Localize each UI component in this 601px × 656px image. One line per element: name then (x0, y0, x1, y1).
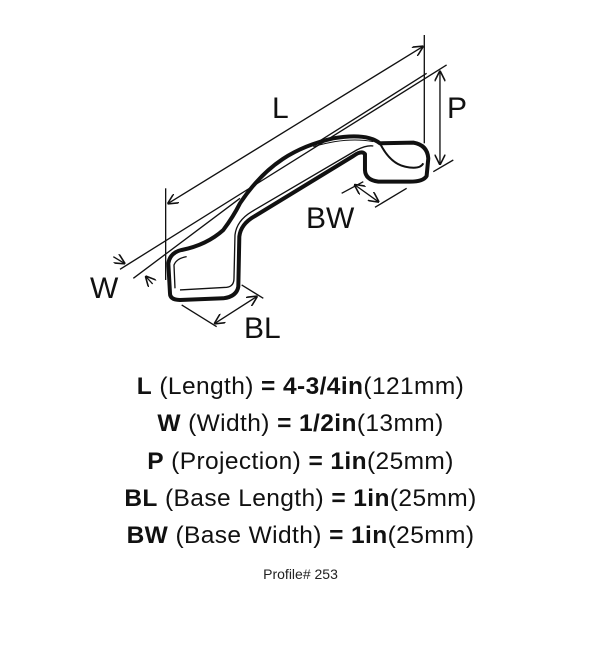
label-width: W (90, 272, 119, 305)
spec-name: (Width) (188, 410, 270, 438)
spec-metric: (25mm) (387, 522, 475, 550)
label-base-width: BW (306, 202, 355, 235)
spec-eq: = (329, 522, 344, 550)
spec-name: (Base Width) (175, 522, 322, 550)
spec-imperial: 1in (330, 447, 367, 475)
spec-imperial: 4-3/4in (282, 373, 364, 400)
spec-eq: = (277, 410, 292, 438)
profile-number: Profile# 253 (263, 566, 338, 582)
spec-length: L (Length) = 4-3/4in(121mm) (0, 368, 601, 405)
spec-base-length: BL (Base Length) = 1in(25mm) (0, 480, 601, 517)
dimension-specs: L (Length) = 4-3/4in(121mm) W (Width) = … (0, 368, 601, 554)
spec-name: (Length) (159, 373, 254, 400)
cabinet-pull-outline (166, 134, 431, 302)
handle-dimension-diagram: L P BW W BL (90, 34, 467, 345)
base-length-arrow (215, 297, 257, 324)
spec-metric: (25mm) (367, 447, 454, 475)
spec-eq: = (261, 373, 276, 400)
dimension-lines (112, 34, 454, 328)
spec-metric: (13mm) (356, 410, 444, 438)
width-arrow-top (112, 257, 124, 264)
label-projection: P (447, 92, 467, 125)
spec-imperial: 1in (351, 522, 388, 550)
spec-code: P (147, 447, 164, 475)
spec-eq: = (308, 447, 324, 475)
spec-imperial: 1/2in (299, 410, 357, 438)
spec-metric: (121mm) (363, 373, 465, 400)
spec-metric: (25mm) (389, 484, 477, 512)
spec-code: BW (126, 522, 169, 550)
width-arrow-bottom (146, 277, 153, 284)
base-width-arrow (355, 185, 378, 202)
spec-code: L (136, 373, 153, 400)
spec-name: (Base Length) (165, 484, 325, 512)
spec-name: (Projection) (171, 447, 302, 475)
spec-eq: = (331, 484, 347, 512)
spec-code: BL (124, 484, 158, 512)
label-length: L (272, 92, 289, 125)
length-arrow (168, 47, 422, 204)
spec-imperial: 1in (353, 484, 390, 512)
spec-width: W (Width) = 1/2in(13mm) (0, 405, 601, 442)
spec-code: W (157, 410, 181, 438)
spec-projection: P (Projection) = 1in(25mm) (0, 443, 601, 480)
label-base-length: BL (244, 312, 281, 345)
spec-base-width: BW (Base Width) = 1in(25mm) (0, 517, 601, 554)
